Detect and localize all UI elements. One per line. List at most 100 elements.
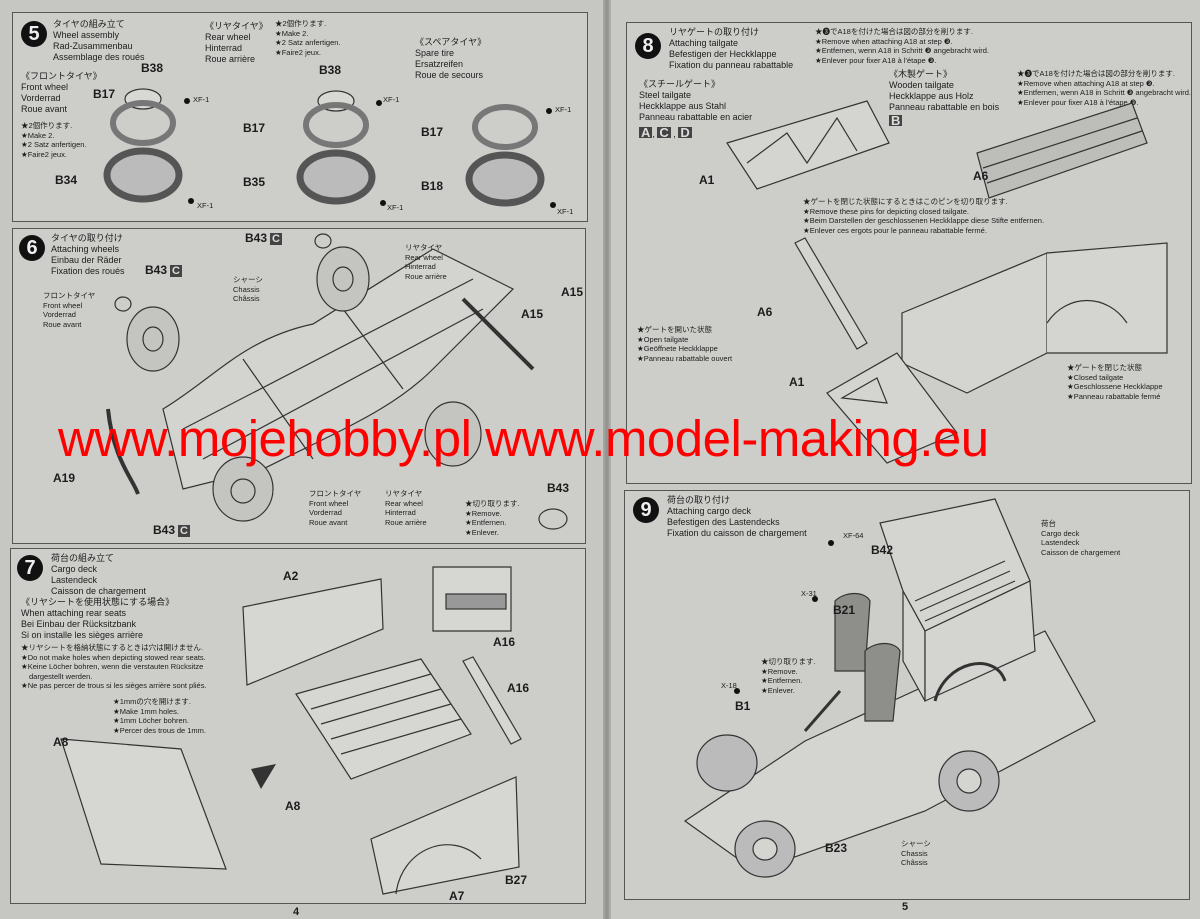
note-line: ★Enlever pour fixer A18 à l'étape ❸. [1017, 97, 1139, 107]
title-fr: Fixation du panneau rabattable [669, 60, 794, 70]
caption-line: リヤタイヤ [385, 489, 423, 498]
note-line: ★2個作ります. [275, 19, 327, 28]
paint-code: X-31 [801, 589, 817, 598]
part-code: B43 [145, 263, 168, 277]
version-badge: A [639, 125, 653, 140]
note-line: ★Remove these pins for depicting closed … [803, 206, 969, 216]
part-label: B21 [833, 603, 856, 617]
part-label: B17 [421, 125, 444, 139]
closed-tailgate-note: ★ゲートを閉じた状態★Closed tailgate★Geschlossene … [1067, 363, 1163, 401]
step-number: 5 [21, 21, 47, 47]
note-line: ★リヤシートを格納状態にするときは穴は開けません. [21, 643, 203, 652]
part-label: A19 [53, 471, 76, 485]
version-badge: C [657, 125, 671, 140]
part-label: B35 [243, 175, 266, 189]
caption-line: Rear wheel [205, 32, 251, 42]
title-fr: Fixation du caisson de chargement [667, 528, 807, 538]
caption-line: Roue avant [21, 104, 68, 114]
note-line: ★Do not make holes when depicting stowed… [21, 652, 206, 662]
note-line: ★Enlever. [465, 527, 499, 537]
caption-line: 荷台 [1041, 519, 1056, 528]
version-badge: C [178, 525, 190, 537]
note-line: dargestellt werden. [29, 671, 93, 681]
pins-note: ★ゲートを閉じた状態にするときはこのピンを切り取ります.★Remove thes… [803, 197, 1044, 235]
note-line: ★Remove. [465, 508, 502, 518]
note-line: ★2 Satz anfertigen. [21, 140, 87, 149]
page-number: 5 [902, 901, 909, 913]
step-number: 8 [635, 33, 661, 59]
caption-line: Lastendeck [1041, 538, 1080, 547]
paint-code: XF-1 [557, 207, 574, 216]
page-number: 4 [293, 906, 300, 918]
paint-code: XF-1 [555, 105, 572, 114]
part-code: B43 [153, 523, 176, 537]
note-line: ★Geschlossene Heckklappe [1067, 382, 1163, 391]
note-line: ★Entfernen. [761, 676, 803, 685]
title-de: Befestigen der Heckklappe [669, 49, 777, 59]
caption-line: Front wheel [21, 82, 69, 92]
part-label: A8 [53, 735, 69, 749]
caption-line: Caisson de chargement [1041, 547, 1121, 557]
arrow-icon [251, 764, 276, 789]
caption-line: Front wheel [43, 300, 83, 310]
cargo-deck-drawing [60, 566, 522, 895]
rear-seats-caption: 《リヤシートを使用状態にする場合》When attaching rear sea… [21, 597, 174, 641]
part-label: B1 [735, 699, 751, 713]
version-badge: B [889, 113, 903, 128]
part-label: A15 [561, 285, 584, 299]
note-line: ★Enlever pour fixer A18 à l'étape ❸. [815, 55, 937, 65]
make-two-note: ★2個作ります.★Make 2.★2 Satz anfertigen.★Fair… [275, 19, 341, 57]
title-ja: リヤゲートの取り付け [669, 27, 760, 37]
step-number: 9 [633, 497, 659, 523]
caption-line: フロントタイヤ [43, 291, 96, 300]
note-line: ★Panneau rabattable ouvert [637, 353, 733, 363]
remove-note: ★切り取ります.★Remove.★Entfernen.★Enlever. [761, 657, 816, 695]
caption-line: Chassis [233, 284, 260, 294]
note-line: ★1mmの穴を開けます. [113, 697, 191, 706]
title-ja: 荷台の組み立て [51, 553, 115, 563]
paint-code: XF-1 [197, 201, 214, 210]
part-label: A1 [789, 375, 805, 389]
note-line: ★Make 2. [21, 130, 55, 140]
make-holes-note: ★1mmの穴を開けます.★Make 1mm holes.★1mm Löcher … [113, 697, 206, 735]
caption-line: Panneau rabattable en acier [639, 112, 753, 122]
note-line: ★Keine Löcher bohren, wenn die verstaute… [21, 662, 204, 671]
note-line: ★Faire2 jeux. [275, 47, 321, 57]
note-line: ★Enlever ces ergots pour le panneau raba… [803, 225, 987, 235]
step-number: 6 [19, 235, 45, 261]
part-label: B38 [319, 63, 342, 77]
no-holes-note: ★リヤシートを格納状態にするときは穴は開けません.★Do not make ho… [21, 643, 207, 691]
note-line: ★Make 2. [275, 28, 309, 38]
note-line: ★ゲートを閉じた状態にするときはこのピンを切り取ります. [803, 197, 1008, 206]
version-badge: D [678, 125, 692, 140]
title-en: Wheel assembly [53, 30, 120, 40]
part-label: B38 [141, 61, 164, 75]
caption-line: リヤタイヤ [405, 243, 443, 252]
caption-line: Heckklappe aus Stahl [639, 101, 727, 111]
caption-line: Roue de secours [415, 70, 484, 80]
note-line: ★Entfernen, wenn A18 in Schritt ❸ angebr… [1017, 88, 1191, 97]
remove-note: ★切り取ります.★Remove.★Entfernen.★Enlever. [465, 499, 520, 537]
note-line: ★Enlever. [761, 685, 795, 695]
open-tailgate-note: ★ゲートを開いた状態★Open tailgate★Geöffnete Heckk… [637, 325, 732, 363]
caption-line: Rear wheel [405, 252, 443, 262]
remove-a18-note: ★❸でA18を付けた場合は図の部分を削ります.★Remove when atta… [815, 27, 989, 65]
note-line: ★切り取ります. [761, 657, 816, 666]
title-en: Attaching wheels [51, 244, 120, 254]
caption-line: 《リヤシートを使用状態にする場合》 [21, 597, 175, 607]
part-label: A7 [449, 889, 465, 903]
caption-line: 《木製ゲート》 [889, 69, 953, 79]
title-de: Rad-Zusammenbau [53, 41, 133, 51]
title-de: Lastendeck [51, 575, 98, 585]
part-label: A16 [507, 681, 530, 695]
note-line: ★切り取ります. [465, 499, 520, 508]
note-line: ★Faire2 jeux. [21, 149, 67, 159]
caption-line: フロントタイヤ [309, 489, 362, 498]
make-two-note: ★2個作ります.★Make 2.★2 Satz anfertigen.★Fair… [21, 121, 87, 159]
